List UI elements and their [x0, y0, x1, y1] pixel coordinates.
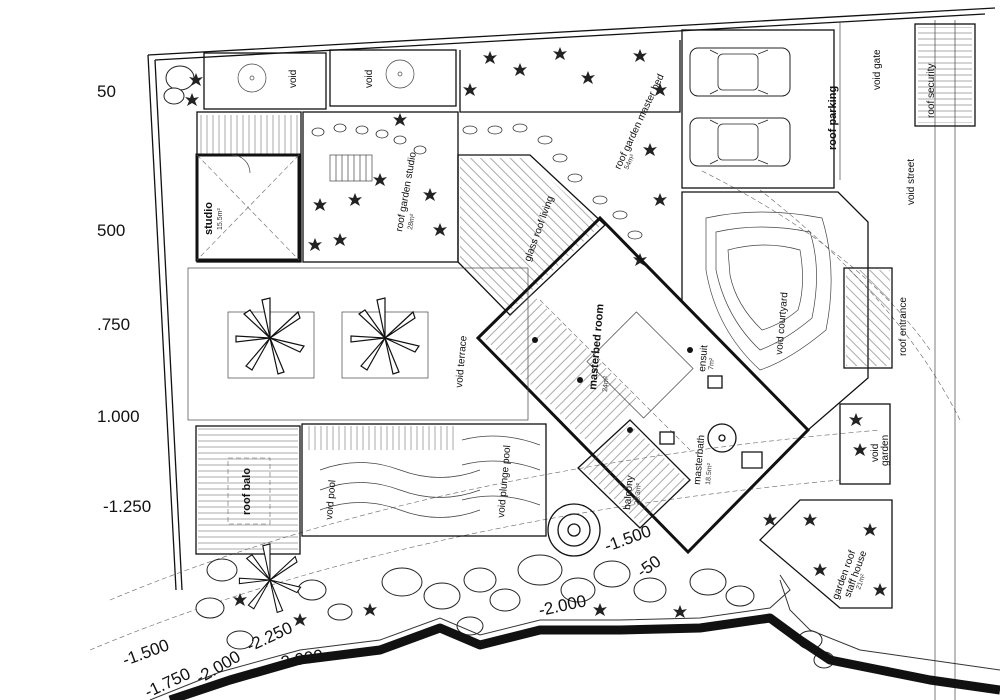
void-left-label: void: [288, 70, 299, 88]
ensuit-area: 7m²: [708, 357, 716, 370]
rock-cluster-bottom: [195, 513, 835, 669]
void-terrace: void terrace: [187, 267, 529, 421]
palm-tree-icon: [235, 297, 305, 375]
roof-parking: roof parking: [681, 29, 839, 189]
car-icon: [689, 47, 791, 97]
washbasin-icon: [707, 375, 723, 389]
level-50: 50: [97, 82, 116, 101]
roof-entrance-label: roof entrance: [898, 297, 909, 356]
void-pool-area: void pool void plunge pool: [301, 423, 601, 557]
void-gate-label: void gate: [872, 49, 883, 90]
roof-garden-studio-area: 28m²: [407, 213, 417, 231]
roof-entrance: roof entrance: [843, 267, 909, 369]
level-2250: -2.250: [244, 618, 296, 656]
ensuit: ensuit 7m²: [659, 344, 723, 445]
void-right-label: void: [364, 70, 375, 88]
void-terrace-label: void terrace: [454, 335, 470, 388]
studio: studio 15.5m²: [195, 111, 302, 263]
masterbath: masterbath 18.5m²: [692, 423, 763, 485]
level-1250: -1.250: [103, 497, 151, 516]
roof-garden-studio: roof garden studio 28m²: [302, 111, 459, 263]
roof-security-label: roof security: [926, 64, 937, 118]
studio-area: 15.5m²: [217, 208, 224, 230]
masterbath-area: 18.5m²: [705, 462, 714, 485]
roof-security: roof security: [914, 23, 976, 127]
level-1500-center: -1.500: [602, 521, 654, 555]
roof-balo-label: roof balo: [241, 468, 253, 515]
bathtub-icon: [707, 423, 737, 453]
rock-cluster-top: [163, 65, 203, 106]
studio-label: studio: [203, 202, 215, 235]
masterbath-label: masterbath: [692, 434, 707, 485]
level-2000-center: -2.000: [537, 591, 588, 620]
contour-lines: [89, 169, 961, 651]
void-street-label: void street: [906, 159, 917, 205]
void-garden-label-b: garden: [880, 435, 891, 466]
staff-house: garden roof staff house 21m²: [759, 499, 893, 609]
level-1000: 1.000: [97, 407, 140, 426]
void-garden: void garden: [839, 403, 891, 485]
toilet-icon: [741, 451, 763, 469]
void-pool-label: void pool: [324, 479, 338, 520]
roof-balo: roof balo: [195, 425, 301, 555]
level-500: 500: [97, 221, 125, 240]
level-50-bottom: -50: [633, 552, 664, 582]
void-left: void: [203, 52, 327, 110]
roof-parking-label: roof parking: [827, 86, 839, 150]
ensuit-label: ensuit: [697, 344, 710, 372]
void-garden-label-a: void: [870, 444, 881, 462]
level-3000: 3.000: [279, 646, 324, 672]
balcony: balcony 26.3m²: [577, 419, 691, 529]
rock-icon: [165, 65, 195, 91]
masterbed-area: 24m²: [602, 375, 610, 392]
balcony-area: 26.3m²: [634, 482, 643, 505]
stair-icon: [329, 154, 373, 182]
balcony-label: balcony: [622, 475, 636, 510]
void-courtyard-label: void courtyard: [774, 292, 790, 356]
void-courtyard: void courtyard: [681, 191, 869, 431]
level-750: .750: [97, 315, 130, 334]
void-right: void: [329, 49, 457, 107]
site-boundary: [147, 7, 996, 700]
void-gate-area: void gate: [872, 49, 883, 90]
retaining-wall: [149, 574, 1000, 700]
level-1500-left: -1.500: [120, 635, 172, 669]
glass-roof-living: glass roof living: [457, 154, 606, 316]
